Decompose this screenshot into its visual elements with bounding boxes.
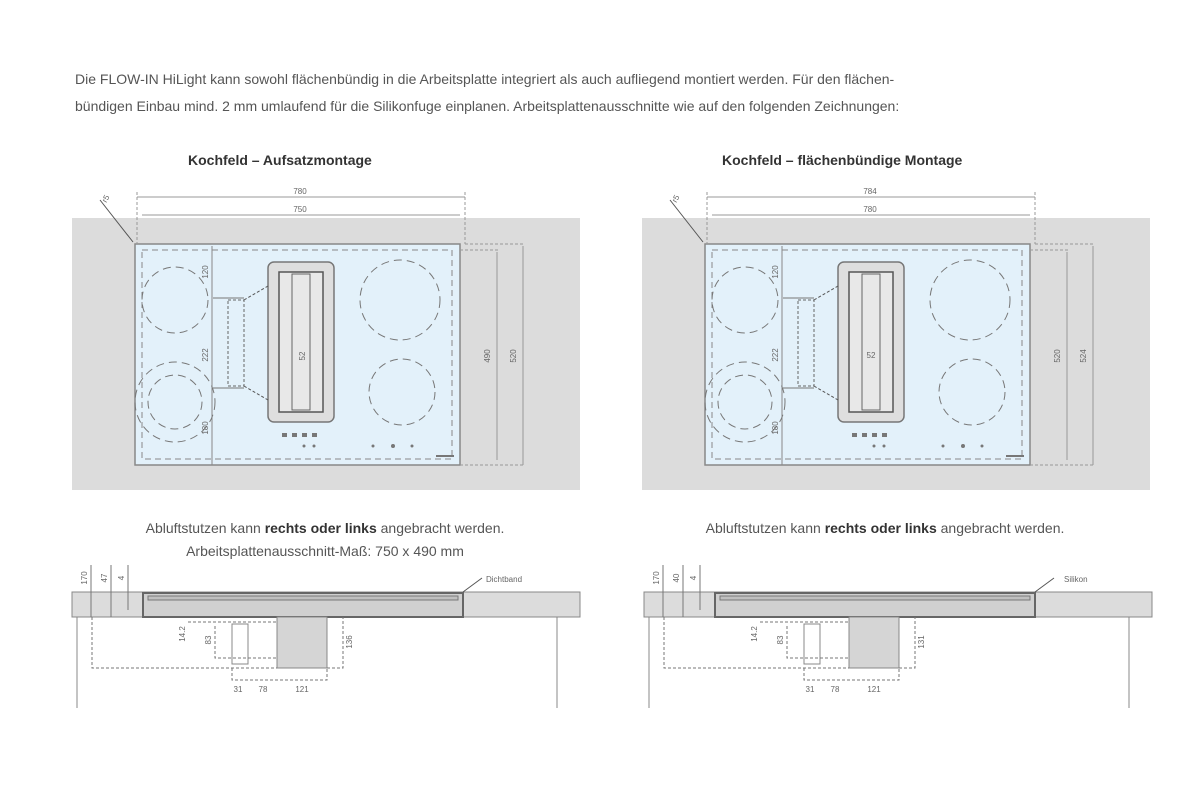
dim-47: 47 <box>100 573 109 582</box>
dim-outer-depth: 524 <box>1079 349 1088 363</box>
dim-outer-width: 784 <box>863 187 877 196</box>
dim-vent: 52 <box>867 351 876 360</box>
caption-bold: rechts oder links <box>264 520 377 536</box>
caption-text: Abluftstutzen kann <box>145 520 265 536</box>
intro-line-1: Die FLOW-IN HiLight kann sowohl flächenb… <box>75 71 895 87</box>
label-sealing-tape: Dichtband <box>486 575 522 584</box>
cutout-size: Arbeitsplattenausschnitt-Maß: 750 x 490 … <box>186 543 464 559</box>
dim-14-2: 14.2 <box>750 626 759 642</box>
dim-83: 83 <box>776 635 785 644</box>
dim-78: 78 <box>831 685 840 694</box>
left-plan-dims: 780 750 r5 490 520 120 222 180 52 <box>100 187 518 435</box>
caption-bold: rechts oder links <box>824 520 937 536</box>
left-section-dims: 170 47 4 14.2 83 136 31 78 121 Dichtband <box>80 571 522 694</box>
dim-outer-width: 780 <box>293 187 307 196</box>
dim-vent: 52 <box>298 351 307 360</box>
dim-zone2: 222 <box>771 348 780 362</box>
dim-131: 131 <box>917 635 926 649</box>
dim-121: 121 <box>295 685 309 694</box>
heading-surface-mount: Kochfeld – Aufsatzmontage <box>188 152 372 168</box>
caption-surface-mount: Abluftstutzen kann rechts oder links ang… <box>60 517 590 563</box>
dim-corner: r5 <box>670 193 682 204</box>
dim-4: 4 <box>117 575 126 580</box>
dim-zone3: 180 <box>201 421 210 435</box>
dim-83: 83 <box>204 635 213 644</box>
dim-zone3: 180 <box>771 421 780 435</box>
dim-zone2: 222 <box>201 348 210 362</box>
dim-outer-depth: 520 <box>509 349 518 363</box>
plan-surface-mount <box>71 191 581 491</box>
dim-zone1: 120 <box>201 265 210 279</box>
dim-inner-depth: 490 <box>483 349 492 363</box>
section-flush-mount <box>643 564 1153 709</box>
section-surface-mount <box>71 564 581 709</box>
dim-inner-width: 750 <box>293 205 307 214</box>
dim-inner-width: 780 <box>863 205 877 214</box>
right-section-dims: 170 40 4 14.2 83 131 31 78 121 Silikon <box>652 571 1088 694</box>
dim-31: 31 <box>806 685 815 694</box>
dim-121: 121 <box>867 685 881 694</box>
intro-text: Die FLOW-IN HiLight kann sowohl flächenb… <box>75 66 1135 120</box>
caption-text: Abluftstutzen kann <box>705 520 825 536</box>
caption-flush-mount: Abluftstutzen kann rechts oder links ang… <box>620 517 1150 540</box>
dim-14-2: 14.2 <box>178 626 187 642</box>
dim-78: 78 <box>259 685 268 694</box>
dim-40: 40 <box>672 573 681 582</box>
dim-31: 31 <box>234 685 243 694</box>
intro-line-2: bündigen Einbau mind. 2 mm umlaufend für… <box>75 98 900 114</box>
right-plan-dims: 784 780 r5 520 524 120 222 180 52 <box>670 187 1088 435</box>
dim-inner-depth: 520 <box>1053 349 1062 363</box>
label-silicone: Silikon <box>1064 575 1088 584</box>
dim-170: 170 <box>80 571 89 585</box>
heading-flush-mount: Kochfeld – flächenbündige Montage <box>722 152 963 168</box>
dim-136: 136 <box>345 635 354 649</box>
caption-text-end: angebracht werden. <box>936 520 1065 536</box>
dim-4: 4 <box>689 575 698 580</box>
dim-corner: r5 <box>100 193 112 204</box>
plan-flush-mount <box>641 191 1151 491</box>
caption-text-end: angebracht werden. <box>376 520 505 536</box>
dim-zone1: 120 <box>771 265 780 279</box>
dim-170: 170 <box>652 571 661 585</box>
